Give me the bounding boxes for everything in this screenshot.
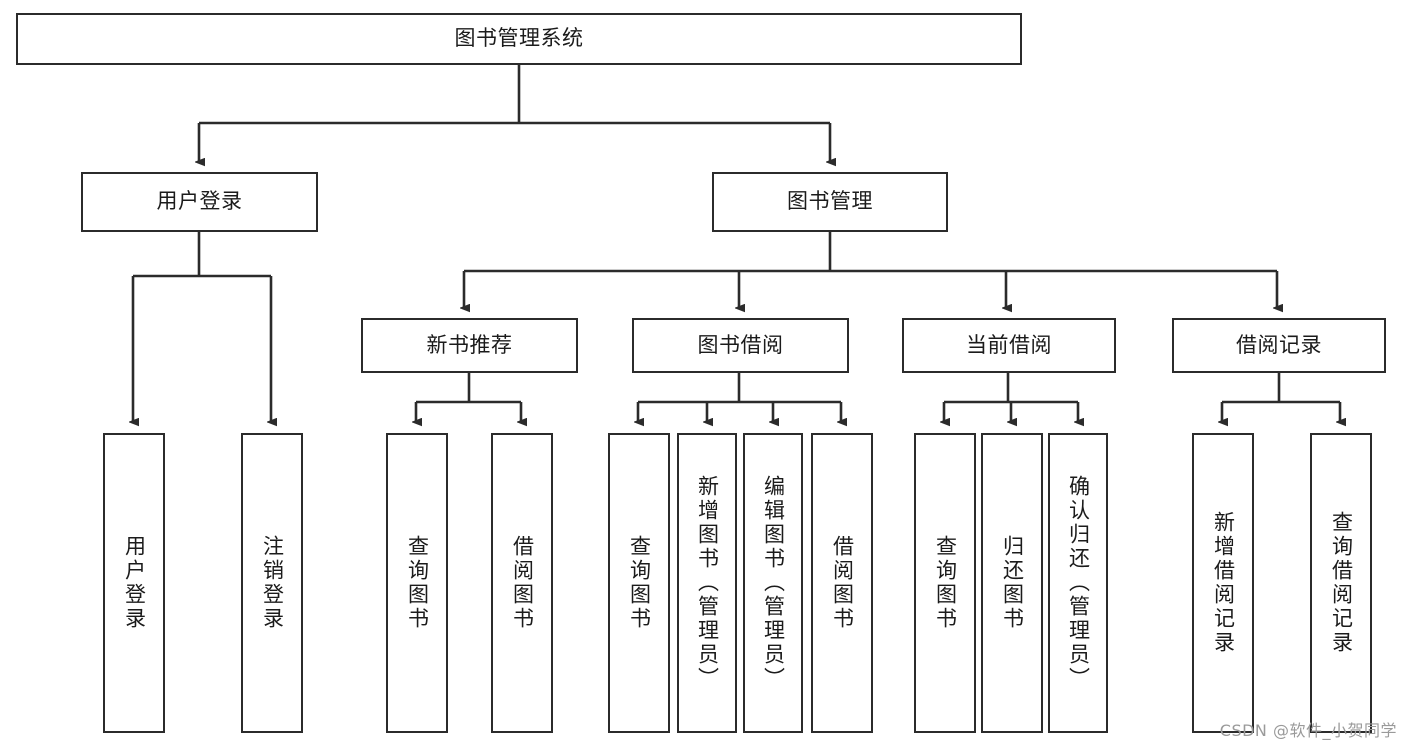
node-leaf-add-book-label: 新增图书（管理员） [695,475,720,691]
node-leaf-confirm-return-label: 确认归还（管理员） [1066,475,1091,691]
node-root-label: 图书管理系统 [454,26,584,51]
node-leaf-edit-book-label: 编辑图书（管理员） [761,475,786,691]
node-book-management[interactable]: 图书管理 [712,172,948,232]
node-user-login[interactable]: 用户登录 [81,172,318,232]
watermark-text: CSDN @软件_小贺同学 [1219,721,1397,740]
node-leaf-user-login-label: 用户登录 [122,535,147,631]
node-leaf-return-book-label: 归还图书 [1000,535,1025,631]
node-leaf-add-record-label: 新增借阅记录 [1211,511,1236,655]
node-leaf-query-book-2-label: 查询图书 [627,535,652,631]
node-leaf-query-book-3[interactable]: 查询图书 [914,433,976,733]
node-leaf-borrow-book-1-label: 借阅图书 [510,535,535,631]
node-leaf-edit-book[interactable]: 编辑图书（管理员） [743,433,803,733]
node-current-borrow[interactable]: 当前借阅 [902,318,1116,373]
node-root[interactable]: 图书管理系统 [16,13,1022,65]
node-leaf-add-record[interactable]: 新增借阅记录 [1192,433,1254,733]
node-leaf-query-book-1[interactable]: 查询图书 [386,433,448,733]
node-book-management-label: 图书管理 [787,189,873,214]
node-leaf-logout-label: 注销登录 [260,535,285,631]
node-user-login-label: 用户登录 [156,189,243,214]
node-book-borrow[interactable]: 图书借阅 [632,318,849,373]
node-leaf-borrow-book-2-label: 借阅图书 [830,535,855,631]
node-borrow-record-label: 借阅记录 [1236,332,1322,357]
node-leaf-return-book[interactable]: 归还图书 [981,433,1043,733]
node-leaf-query-record[interactable]: 查询借阅记录 [1310,433,1372,733]
node-leaf-borrow-book-2[interactable]: 借阅图书 [811,433,873,733]
node-leaf-query-record-label: 查询借阅记录 [1329,511,1354,655]
node-book-borrow-label: 图书借阅 [697,332,784,357]
node-leaf-user-login[interactable]: 用户登录 [103,433,165,733]
node-leaf-logout[interactable]: 注销登录 [241,433,303,733]
node-borrow-record[interactable]: 借阅记录 [1172,318,1386,373]
node-leaf-query-book-1-label: 查询图书 [405,535,430,631]
node-new-book-recommend-label: 新书推荐 [426,332,513,357]
node-new-book-recommend[interactable]: 新书推荐 [361,318,578,373]
node-leaf-query-book-2[interactable]: 查询图书 [608,433,670,733]
node-leaf-query-book-3-label: 查询图书 [933,535,958,631]
node-current-borrow-label: 当前借阅 [966,332,1052,357]
node-leaf-borrow-book-1[interactable]: 借阅图书 [491,433,553,733]
node-leaf-add-book[interactable]: 新增图书（管理员） [677,433,737,733]
node-leaf-confirm-return[interactable]: 确认归还（管理员） [1048,433,1108,733]
